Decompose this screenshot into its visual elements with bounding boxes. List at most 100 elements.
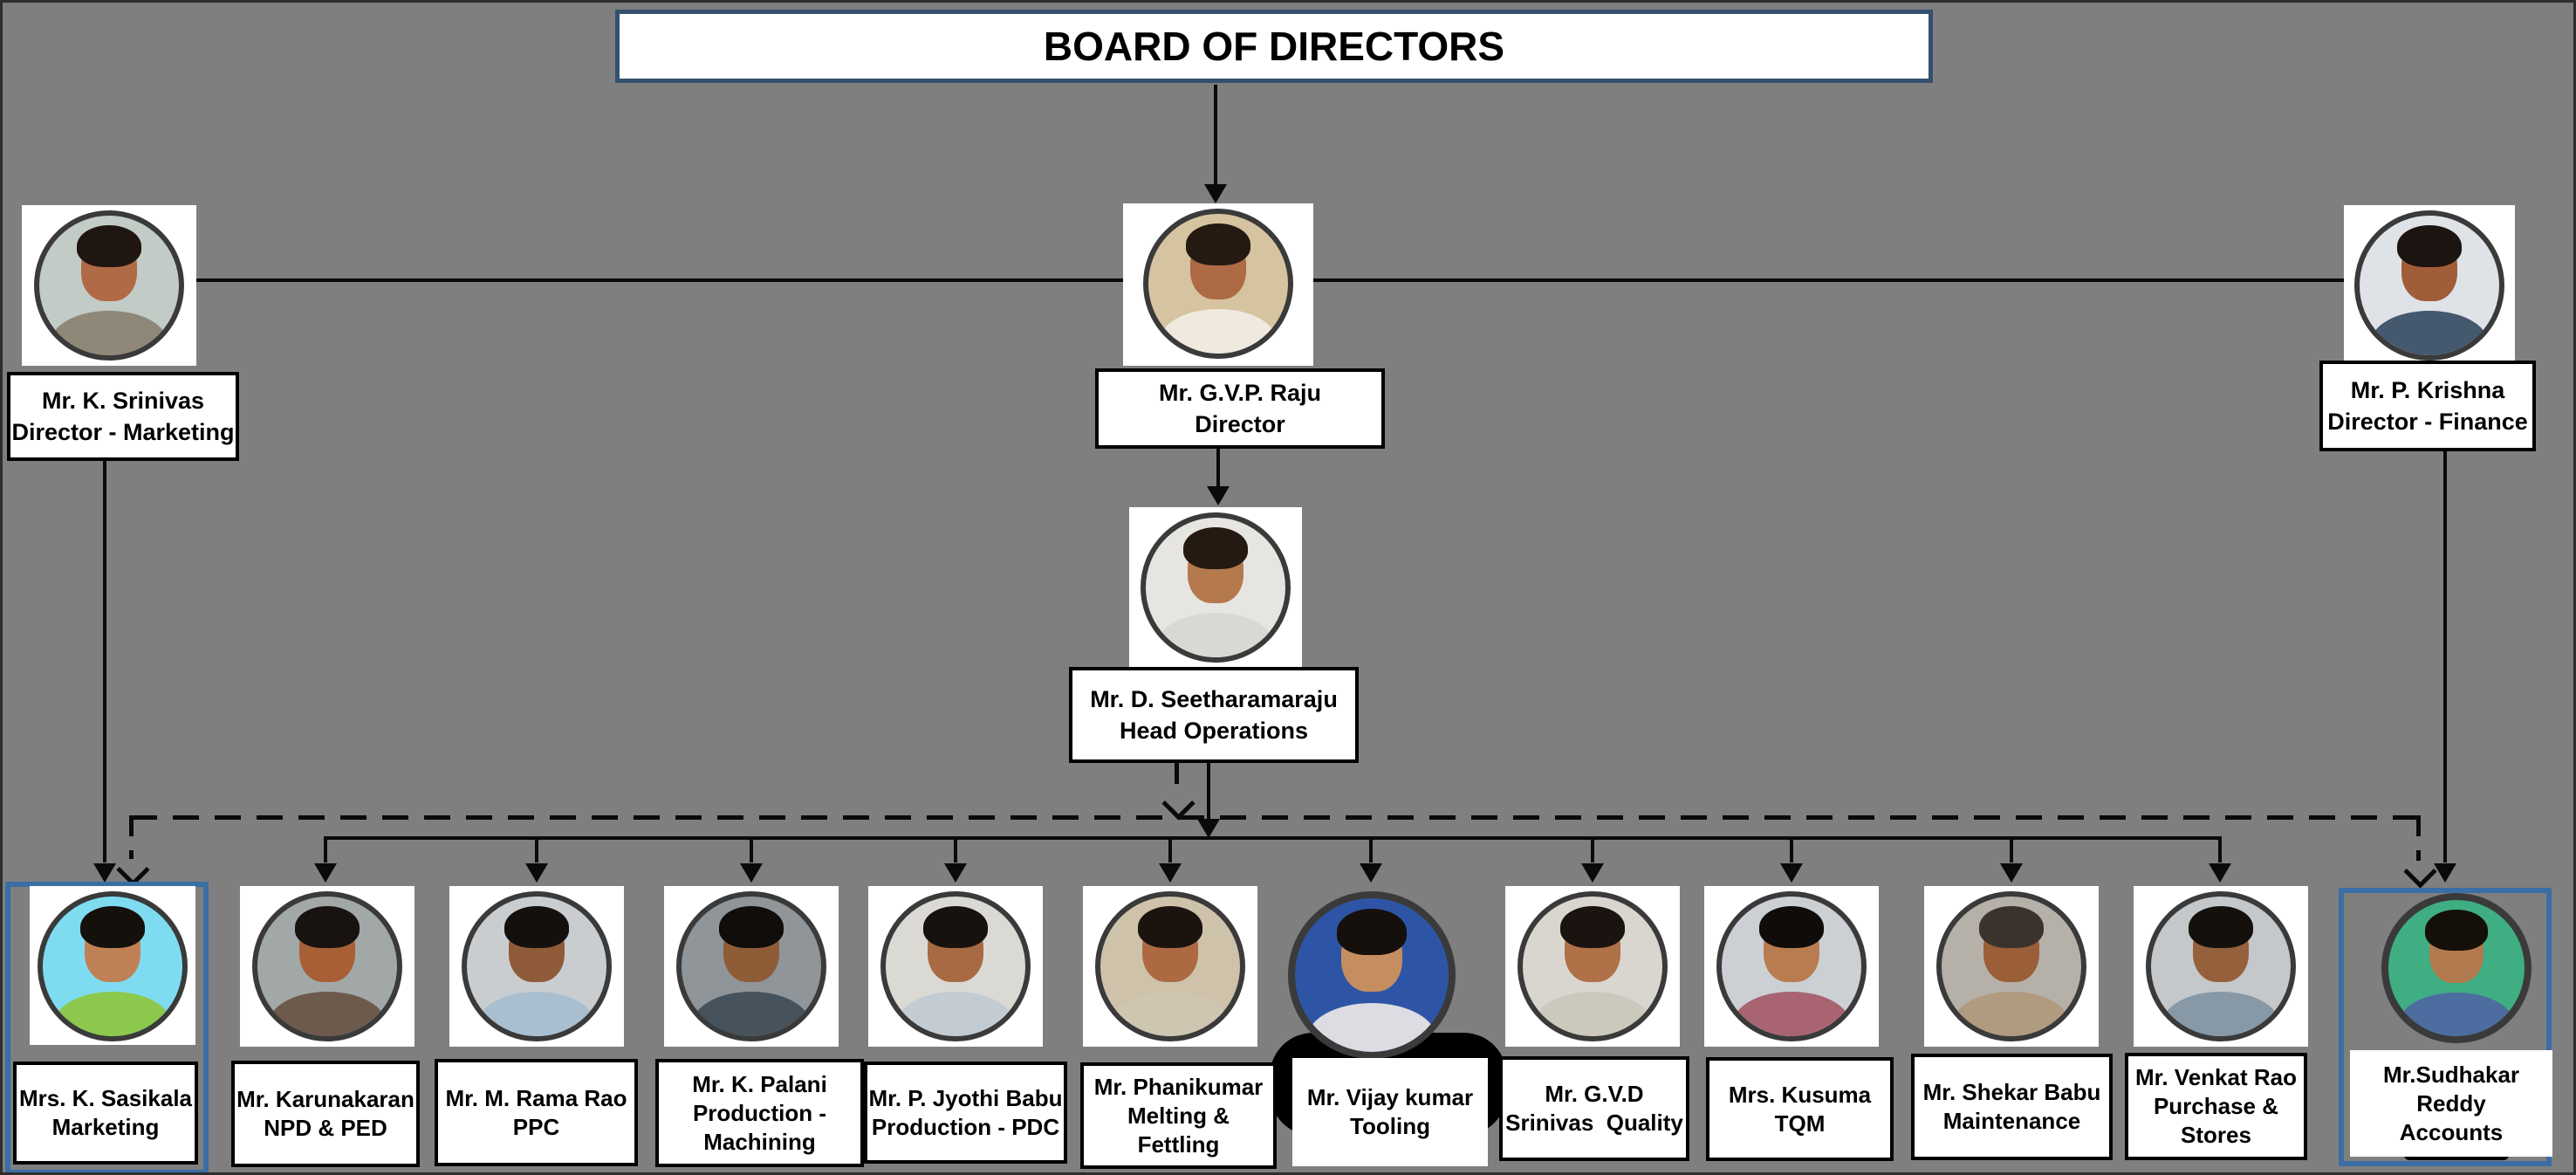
label-sasikala: Mrs. K. Sasikala Marketing xyxy=(13,1062,198,1165)
person-role: Maintenance xyxy=(1942,1108,2081,1134)
connector-title-to-raju xyxy=(1214,85,1217,186)
avatar-hair xyxy=(2397,225,2462,268)
arrowhead-ramarao xyxy=(525,863,548,883)
person-name: Mr. Karunakaran xyxy=(236,1086,414,1112)
photo-frame-sasikala xyxy=(30,886,195,1045)
avatar-hair xyxy=(1183,527,1248,570)
person-name: Mr. P. Jyothi Babu xyxy=(868,1084,1063,1111)
connector-middle-horizontal xyxy=(324,836,2222,840)
photo-sudhakar xyxy=(2381,893,2531,1043)
avatar-body xyxy=(1533,991,1652,1036)
stem-phanikumar xyxy=(1168,836,1172,862)
photo-frame-shekar xyxy=(1924,886,2099,1047)
arrowhead-gvd xyxy=(1581,863,1604,883)
avatar-body xyxy=(1307,1002,1436,1052)
person-role: Director xyxy=(1195,411,1285,437)
avatar-hair xyxy=(504,906,569,949)
avatar-hair xyxy=(1336,909,1408,956)
avatar-body xyxy=(2370,310,2489,355)
label-srinivas: Mr. K. Srinivas Director - Marketing xyxy=(7,372,239,461)
label-jyothibabu: Mr. P. Jyothi Babu Production - PDC xyxy=(864,1062,1067,1164)
label-ramarao: Mr. M. Rama Rao PPC xyxy=(435,1059,638,1166)
photo-frame-krishna xyxy=(2344,205,2515,366)
avatar-body xyxy=(268,991,387,1036)
connector-srinivas-to-sasikala xyxy=(103,461,106,862)
photo-frame-phanikumar xyxy=(1083,886,1257,1047)
person-role: NPD & PED xyxy=(264,1115,387,1141)
arrowhead-srinivas-to-sasikala xyxy=(93,863,116,883)
stem-karunakaran xyxy=(324,836,327,862)
arrowhead-shekar xyxy=(2000,863,2023,883)
avatar-hair xyxy=(2189,906,2253,949)
person-role: Srinivas Quality xyxy=(1505,1110,1683,1136)
person-name: Mr. Phanikumar xyxy=(1093,1073,1264,1100)
avatar-body xyxy=(1111,991,1230,1036)
connector-krishna-to-sudhakar xyxy=(2443,450,2447,862)
label-palani: Mr. K. Palani Production - Machining xyxy=(655,1059,864,1167)
arrowhead-krishna-to-sudhakar xyxy=(2434,863,2456,883)
photo-frame-karunakaran xyxy=(240,886,414,1047)
board-of-directors-box: BOARD OF DIRECTORS xyxy=(615,10,1933,83)
photo-frame-srinivas xyxy=(22,205,196,366)
label-seetharamaraju: Mr. D. Seetharamaraju Head Operations xyxy=(1069,667,1359,763)
person-role: Accounts xyxy=(2399,1118,2504,1145)
avatar-body xyxy=(896,991,1015,1036)
person-role-2: Stores xyxy=(2181,1122,2251,1148)
avatar-hair xyxy=(1979,906,2044,949)
photo-gvd xyxy=(1518,891,1668,1041)
arrowhead-venkat xyxy=(2209,863,2231,883)
stem-jyothibabu xyxy=(954,836,957,862)
person-role: Head Operations xyxy=(1119,718,1309,744)
connector-seetharamaraju-down-solid xyxy=(1207,763,1210,821)
photo-srinivas xyxy=(34,210,184,361)
person-role: Purchase & xyxy=(2153,1093,2279,1119)
avatar-hair xyxy=(1138,906,1202,949)
avatar-hair xyxy=(1186,223,1250,266)
photo-frame-palani xyxy=(664,886,839,1047)
photo-palani xyxy=(676,891,826,1041)
highlight-box-sasikala xyxy=(5,882,209,1172)
stem-kusuma xyxy=(1790,836,1793,862)
photo-jyothibabu xyxy=(880,891,1031,1041)
avatar-body xyxy=(1156,612,1275,657)
person-name: Mr. G.V.P. Raju xyxy=(1158,380,1322,406)
photo-frame-raju xyxy=(1123,203,1313,366)
person-role: Melting & xyxy=(1127,1102,1230,1129)
person-role: Tooling xyxy=(1350,1113,1430,1139)
person-name: Mr. M. Rama Rao xyxy=(445,1084,627,1111)
arrowhead-title-to-raju xyxy=(1204,184,1227,203)
photo-karunakaran xyxy=(252,891,402,1041)
avatar-hair xyxy=(80,906,145,949)
person-name: Mrs. K. Sasikala xyxy=(19,1085,192,1111)
photo-venkat xyxy=(2146,891,2296,1041)
avatar-hair xyxy=(1560,906,1625,949)
label-krishna: Mr. P. Krishna Director - Finance xyxy=(2319,361,2536,451)
photo-raju xyxy=(1143,209,1293,359)
chevron-to-sudhakar xyxy=(2403,855,2437,889)
arrowhead-raju-to-seetharamaraju xyxy=(1207,486,1230,505)
avatar-body xyxy=(1952,991,2071,1036)
person-name: Mr. Venkat Rao xyxy=(2135,1064,2297,1090)
avatar-body xyxy=(692,991,811,1036)
person-name: Mr. K. Palani xyxy=(692,1070,827,1097)
avatar-body xyxy=(2399,993,2514,1036)
person-role: Director - Finance xyxy=(2327,409,2528,435)
label-phanikumar: Mr. Phanikumar Melting & Fettling xyxy=(1080,1062,1277,1169)
label-kusuma: Mrs. Kusuma TQM xyxy=(1706,1057,1894,1161)
photo-frame-seetharamaraju xyxy=(1129,507,1302,668)
avatar-hair xyxy=(2425,909,2488,951)
arrowhead-phanikumar xyxy=(1159,863,1182,883)
person-name: Mr. Vijay kumar xyxy=(1306,1084,1474,1110)
stem-shekar xyxy=(2010,836,2013,862)
label-gvd: Mr. G.V.D Srinivas Quality xyxy=(1499,1056,1689,1161)
label-shekar: Mr. Shekar Babu Maintenance xyxy=(1911,1054,2113,1160)
photo-sasikala xyxy=(38,891,188,1041)
photo-frame-ramarao xyxy=(449,886,624,1047)
avatar-body xyxy=(2162,991,2280,1036)
avatar-body xyxy=(1159,308,1278,354)
label-sudhakar: Mr.Sudhakar Reddy Accounts xyxy=(2350,1050,2552,1157)
photo-seetharamaraju xyxy=(1141,512,1291,663)
avatar-body xyxy=(53,991,172,1036)
photo-kusuma xyxy=(1716,891,1867,1041)
